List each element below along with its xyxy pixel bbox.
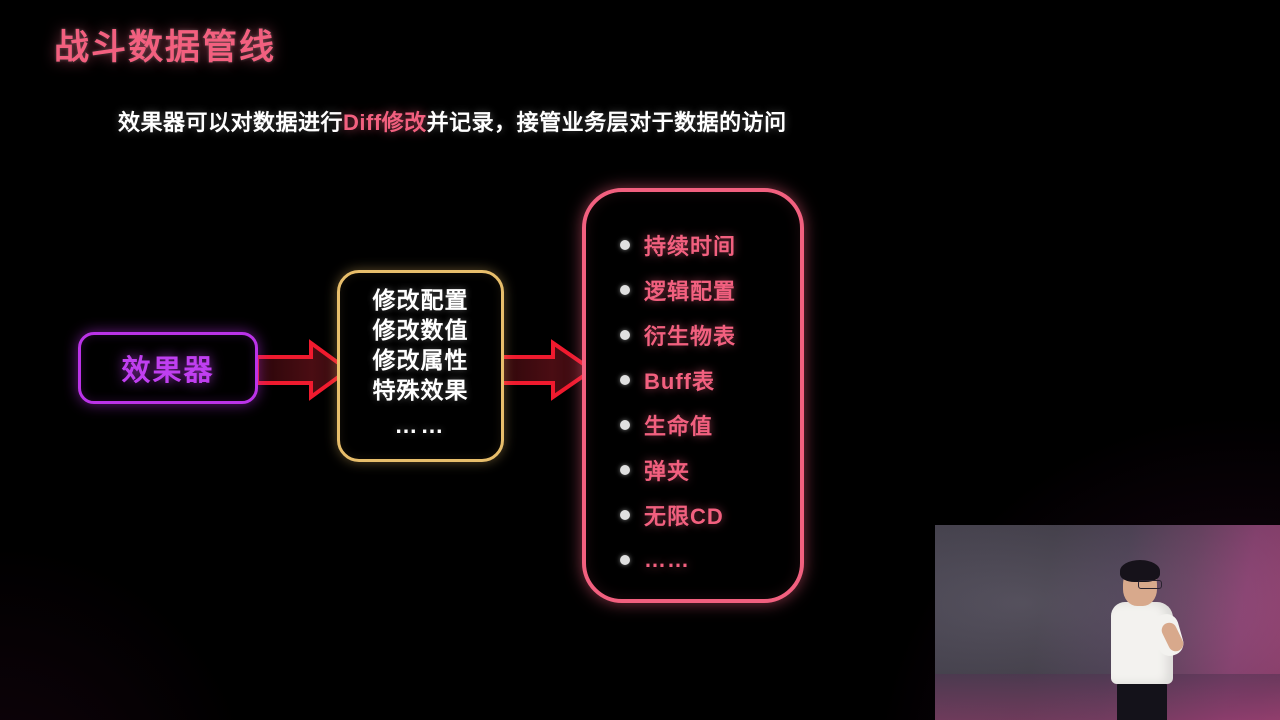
subtitle-highlight-diff: Diff修改 <box>343 110 427 135</box>
presenter-legs <box>1117 680 1167 720</box>
presenter-hair <box>1120 560 1160 582</box>
effector-node-label: 效果器 <box>121 355 215 387</box>
data-field-label: 无限CD <box>644 503 724 529</box>
data-field-label: 弹夹 <box>644 458 691 484</box>
list-item: 持续时间 <box>620 222 800 267</box>
arrow-modifications-to-data-fields-icon <box>489 339 595 401</box>
list-item: …… <box>620 537 800 582</box>
bullet-icon <box>620 554 630 565</box>
data-field-label: Buff表 <box>644 368 715 394</box>
list-item: 逻辑配置 <box>620 267 800 312</box>
subtitle-text-before: 效果器可以对数据进行 <box>118 110 344 135</box>
page-title: 战斗数据管线 <box>54 28 277 67</box>
effector-node: 效果器 <box>78 332 258 404</box>
presenter-figure <box>1103 560 1187 720</box>
modification-line: 修改配置 <box>372 287 469 313</box>
modification-line: 修改数值 <box>372 317 469 343</box>
data-field-label: 持续时间 <box>644 233 737 259</box>
list-item: 弹夹 <box>620 447 800 492</box>
modifications-node: 修改配置 修改数值 修改属性 特殊效果 …… <box>337 270 504 462</box>
data-field-label: …… <box>644 546 690 572</box>
bullet-icon <box>620 509 630 520</box>
bullet-icon <box>620 329 630 340</box>
bullet-icon <box>620 419 630 430</box>
slide-subtitle: 效果器可以对数据进行Diff修改并记录，接管业务层对于数据的访问 <box>118 105 787 137</box>
arrow-effector-to-modifications-icon <box>255 339 351 401</box>
list-item: 生命值 <box>620 402 800 447</box>
modifications-ellipsis: …… <box>394 412 447 438</box>
bullet-icon <box>620 239 630 250</box>
data-field-label: 生命值 <box>644 413 714 439</box>
list-item: Buff表 <box>620 357 800 402</box>
bullet-icon <box>620 464 630 475</box>
list-item: 无限CD <box>620 492 800 537</box>
modification-line: 特殊效果 <box>372 377 469 403</box>
bullet-icon <box>620 284 630 295</box>
list-item: 衍生物表 <box>620 312 800 357</box>
modification-line: 修改属性 <box>372 347 469 373</box>
stage-floor <box>935 674 1280 720</box>
background-glow-left <box>0 540 260 720</box>
glasses-icon <box>1138 580 1162 589</box>
bullet-icon <box>620 374 630 385</box>
presenter-video-overlay[interactable] <box>935 525 1280 720</box>
data-field-label: 逻辑配置 <box>644 278 737 304</box>
subtitle-text-after: 并记录，接管业务层对于数据的访问 <box>426 110 787 135</box>
data-fields-list: 持续时间 逻辑配置 衍生物表 Buff表 生命值 弹夹 <box>586 222 800 582</box>
data-field-label: 衍生物表 <box>644 323 737 349</box>
data-fields-node: 持续时间 逻辑配置 衍生物表 Buff表 生命值 弹夹 <box>582 188 804 603</box>
